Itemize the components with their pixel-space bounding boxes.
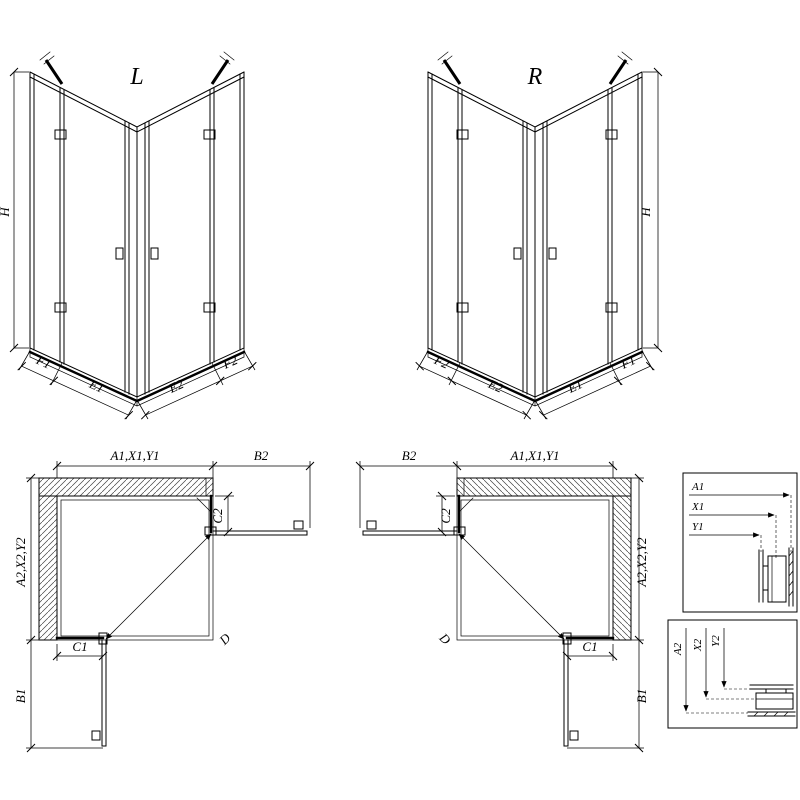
dim-label-f1: F1 [33,352,53,372]
plan-right-view [356,461,644,752]
plan-left-view [26,461,314,752]
dim-label-a1x1y1: A1,X1,Y1 [509,448,559,463]
dim-label-f2: F2 [431,352,452,372]
profile-detail-bottom: A2 X2 Y2 [667,619,798,729]
wall-plate-section [747,711,796,717]
detail-label-a2: A2 [672,642,684,656]
dim-label-e2: E2 [166,376,187,396]
profile-section [767,555,787,603]
dim-label-c1: C1 [72,639,87,654]
dim-label-e1: E1 [565,376,585,396]
dim-label-a2x2y2: A2,X2,Y2 [13,537,28,588]
dim-label-c2: C2 [210,508,225,524]
profile-detail-top: A1 X1 Y1 [682,472,798,613]
dim-label-c1: C1 [582,639,597,654]
dim-label-c2: C2 [438,508,453,524]
dim-label-b2: B2 [254,448,269,463]
variant-label-right: R [527,64,543,90]
height-dim-label: H [0,207,12,218]
wall-hatch-ticks [788,550,794,597]
reference-dashes [686,688,756,714]
detail-label-y1: Y1 [692,521,704,533]
dim-label-b1: B1 [634,689,649,703]
iso-left-labels: L H F1 E1 E2 F2 [0,64,240,396]
detail-box-frame [667,619,798,729]
dim-label-b1: B1 [13,689,28,703]
iso-right-labels: R H F2 E2 E1 F1 [431,64,653,396]
dim-label-a1x1y1: A1,X1,Y1 [109,448,159,463]
detail-box-frame [682,472,798,613]
glass-section [758,549,769,603]
dim-label-f2: F2 [220,352,241,372]
detail-label-a1: A1 [691,481,704,493]
detail-label-x2: X2 [692,638,704,652]
reference-dashes [760,495,792,558]
variant-label-left: L [129,64,143,90]
dim-label-f1: F1 [618,352,638,372]
glass-section [749,684,794,694]
dim-label-b2: B2 [402,448,417,463]
height-dim-label: H [638,207,653,218]
dim-label-d: D [215,630,233,648]
detail-label-y2: Y2 [710,635,722,647]
dim-label-e1: E1 [86,376,106,396]
plan-right-labels: B2 A1,X1,Y1 A2,X2,Y2 B1 C1 C2 D [402,448,649,703]
detail-label-x1: X1 [691,501,704,513]
wall-plate-section [788,547,794,607]
dim-label-e2: E2 [485,376,506,396]
wall-hatch-ticks [753,711,789,717]
dim-label-d: D [436,629,454,647]
profile-section [755,692,794,710]
dim-label-a2x2y2: A2,X2,Y2 [634,537,649,588]
